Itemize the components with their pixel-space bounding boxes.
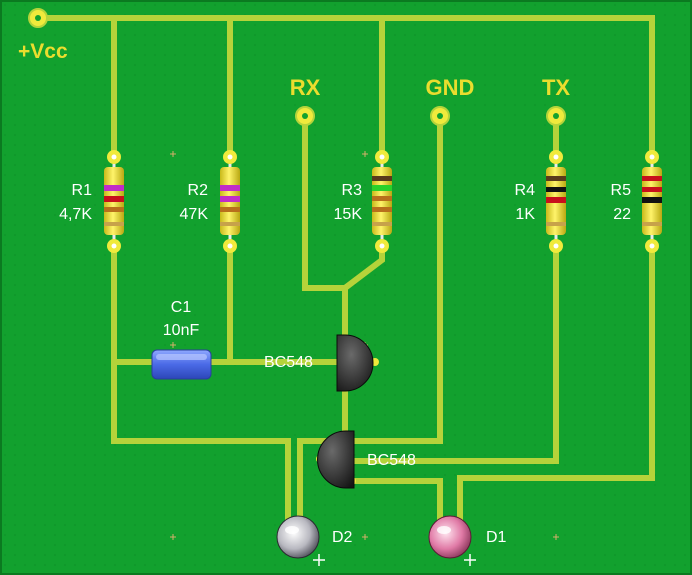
transistor-q1[interactable]	[336, 334, 379, 392]
c1-value: 10nF	[163, 322, 200, 339]
trace-r5-d1	[457, 243, 655, 524]
led-icon	[276, 515, 320, 559]
net-label-vcc: +Vcc	[18, 40, 68, 63]
traces	[35, 15, 655, 524]
r4-name: R4	[515, 182, 536, 199]
resistor-r5[interactable]	[642, 150, 662, 253]
net-label-tx: TX	[542, 75, 570, 100]
r1-name: R1	[72, 182, 93, 199]
transistor-icon	[317, 430, 355, 489]
r1-value: 4,7K	[59, 206, 92, 223]
r5-value: 22	[613, 206, 631, 223]
trace-rx	[302, 113, 348, 343]
q1-name: BC548	[264, 354, 313, 371]
transistor-q2[interactable]	[316, 430, 356, 489]
led-d1[interactable]	[428, 515, 476, 566]
trace-r1-d2	[111, 243, 291, 524]
resistor-r1[interactable]	[104, 150, 124, 253]
q2-name: BC548	[367, 452, 416, 469]
r4-value: 1K	[515, 206, 535, 223]
r2-name: R2	[188, 182, 209, 199]
c1-name: C1	[171, 299, 192, 316]
d2-name: D2	[332, 529, 353, 546]
r3-name: R3	[342, 182, 363, 199]
net-label-rx: RX	[290, 75, 321, 100]
net-pads	[28, 8, 566, 126]
r2-value: 47K	[180, 206, 209, 223]
net-label-gnd: GND	[426, 75, 475, 100]
trace-r4-q2	[349, 243, 559, 464]
r5-name: R5	[611, 182, 632, 199]
resistor-r3[interactable]	[372, 150, 392, 253]
resistor-r4[interactable]	[546, 150, 566, 253]
r3-value: 15K	[334, 206, 363, 223]
led-d2[interactable]	[276, 515, 325, 566]
trace-gnd	[297, 113, 443, 524]
capacitor-c1[interactable]	[151, 349, 212, 380]
trace-q2-d1	[349, 478, 443, 524]
d1-name: D1	[486, 529, 507, 546]
trace-vcc-bus	[35, 15, 655, 153]
transistor-icon	[336, 334, 374, 392]
led-icon	[428, 515, 472, 559]
resistor-r2[interactable]	[220, 150, 240, 253]
